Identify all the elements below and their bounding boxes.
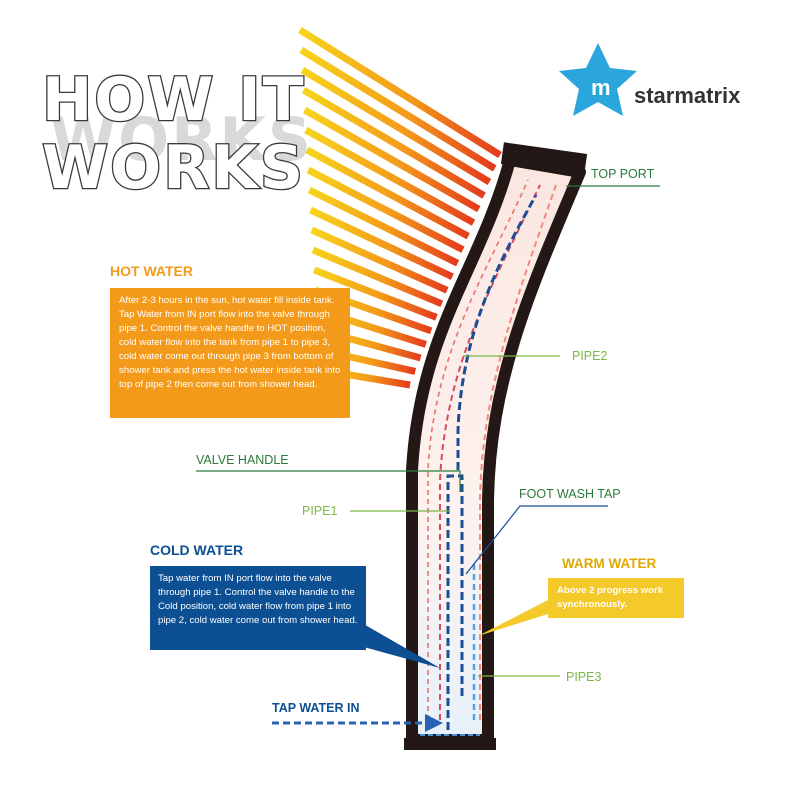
star-logo-icon	[559, 43, 637, 116]
brand-logo: m starmatrix	[559, 43, 741, 116]
label-warm-water: WARM WATER	[562, 556, 656, 571]
title-line-2: WORKS	[42, 133, 305, 203]
sun-ray	[310, 226, 449, 294]
shower-column	[272, 142, 588, 750]
sun-ray	[309, 206, 454, 280]
leader-lines	[196, 185, 660, 677]
base-plate	[404, 738, 496, 750]
hot-water-callout: After 2-3 hours in the sun, hot water fi…	[110, 288, 350, 418]
flow-hot-outer	[479, 184, 557, 720]
sun-ray	[299, 47, 497, 172]
label-valve-handle: VALVE HANDLE	[196, 453, 289, 467]
flow-pipe-inner-2	[427, 179, 529, 720]
leader-valve-handle	[196, 470, 461, 492]
leader-foot-wash-tap	[465, 505, 608, 575]
brand-name: starmatrix	[634, 83, 741, 108]
sun-rays	[298, 27, 502, 389]
label-pipe3: PIPE3	[566, 670, 601, 684]
label-top-port: TOP PORT	[591, 167, 655, 181]
sun-ray	[312, 266, 438, 321]
page-title: WORKS HOW IT WORKS	[41, 64, 313, 205]
sun-ray	[305, 146, 470, 240]
top-port-cap	[500, 142, 588, 176]
hot-water-heading: HOT WATER	[110, 263, 193, 279]
title-line-1: HOW IT	[42, 65, 306, 135]
title-shadow: WORKS	[50, 105, 313, 175]
warm-water-callout: Above 2 progress work synchronously.	[548, 578, 684, 618]
tank-body	[406, 154, 586, 746]
label-tap-water-in: TAP WATER IN	[272, 701, 360, 715]
sun-ray	[301, 86, 486, 199]
star-logo-mark: m	[591, 75, 611, 100]
cold-pointer	[360, 622, 440, 668]
labels: TOP PORT PIPE2 VALVE HANDLE PIPE1 FOOT W…	[110, 167, 656, 715]
pipe2-line	[456, 194, 538, 470]
cold-water-heading: COLD WATER	[150, 542, 243, 558]
cold-water-callout: Tap water from IN port flow into the val…	[150, 566, 366, 650]
pipe1-line	[446, 474, 464, 730]
sun-ray	[300, 66, 492, 186]
warm-pointer	[478, 600, 548, 636]
sun-ray	[302, 106, 481, 213]
sun-ray	[304, 126, 476, 226]
label-pipe1: PIPE1	[302, 504, 337, 518]
label-foot-wash-tap: FOOT WASH TAP	[519, 487, 621, 501]
sun-ray	[311, 246, 444, 308]
sun-ray	[307, 186, 460, 267]
sun-ray	[306, 166, 465, 253]
sun-ray	[298, 27, 502, 158]
label-pipe2: PIPE2	[572, 349, 607, 363]
